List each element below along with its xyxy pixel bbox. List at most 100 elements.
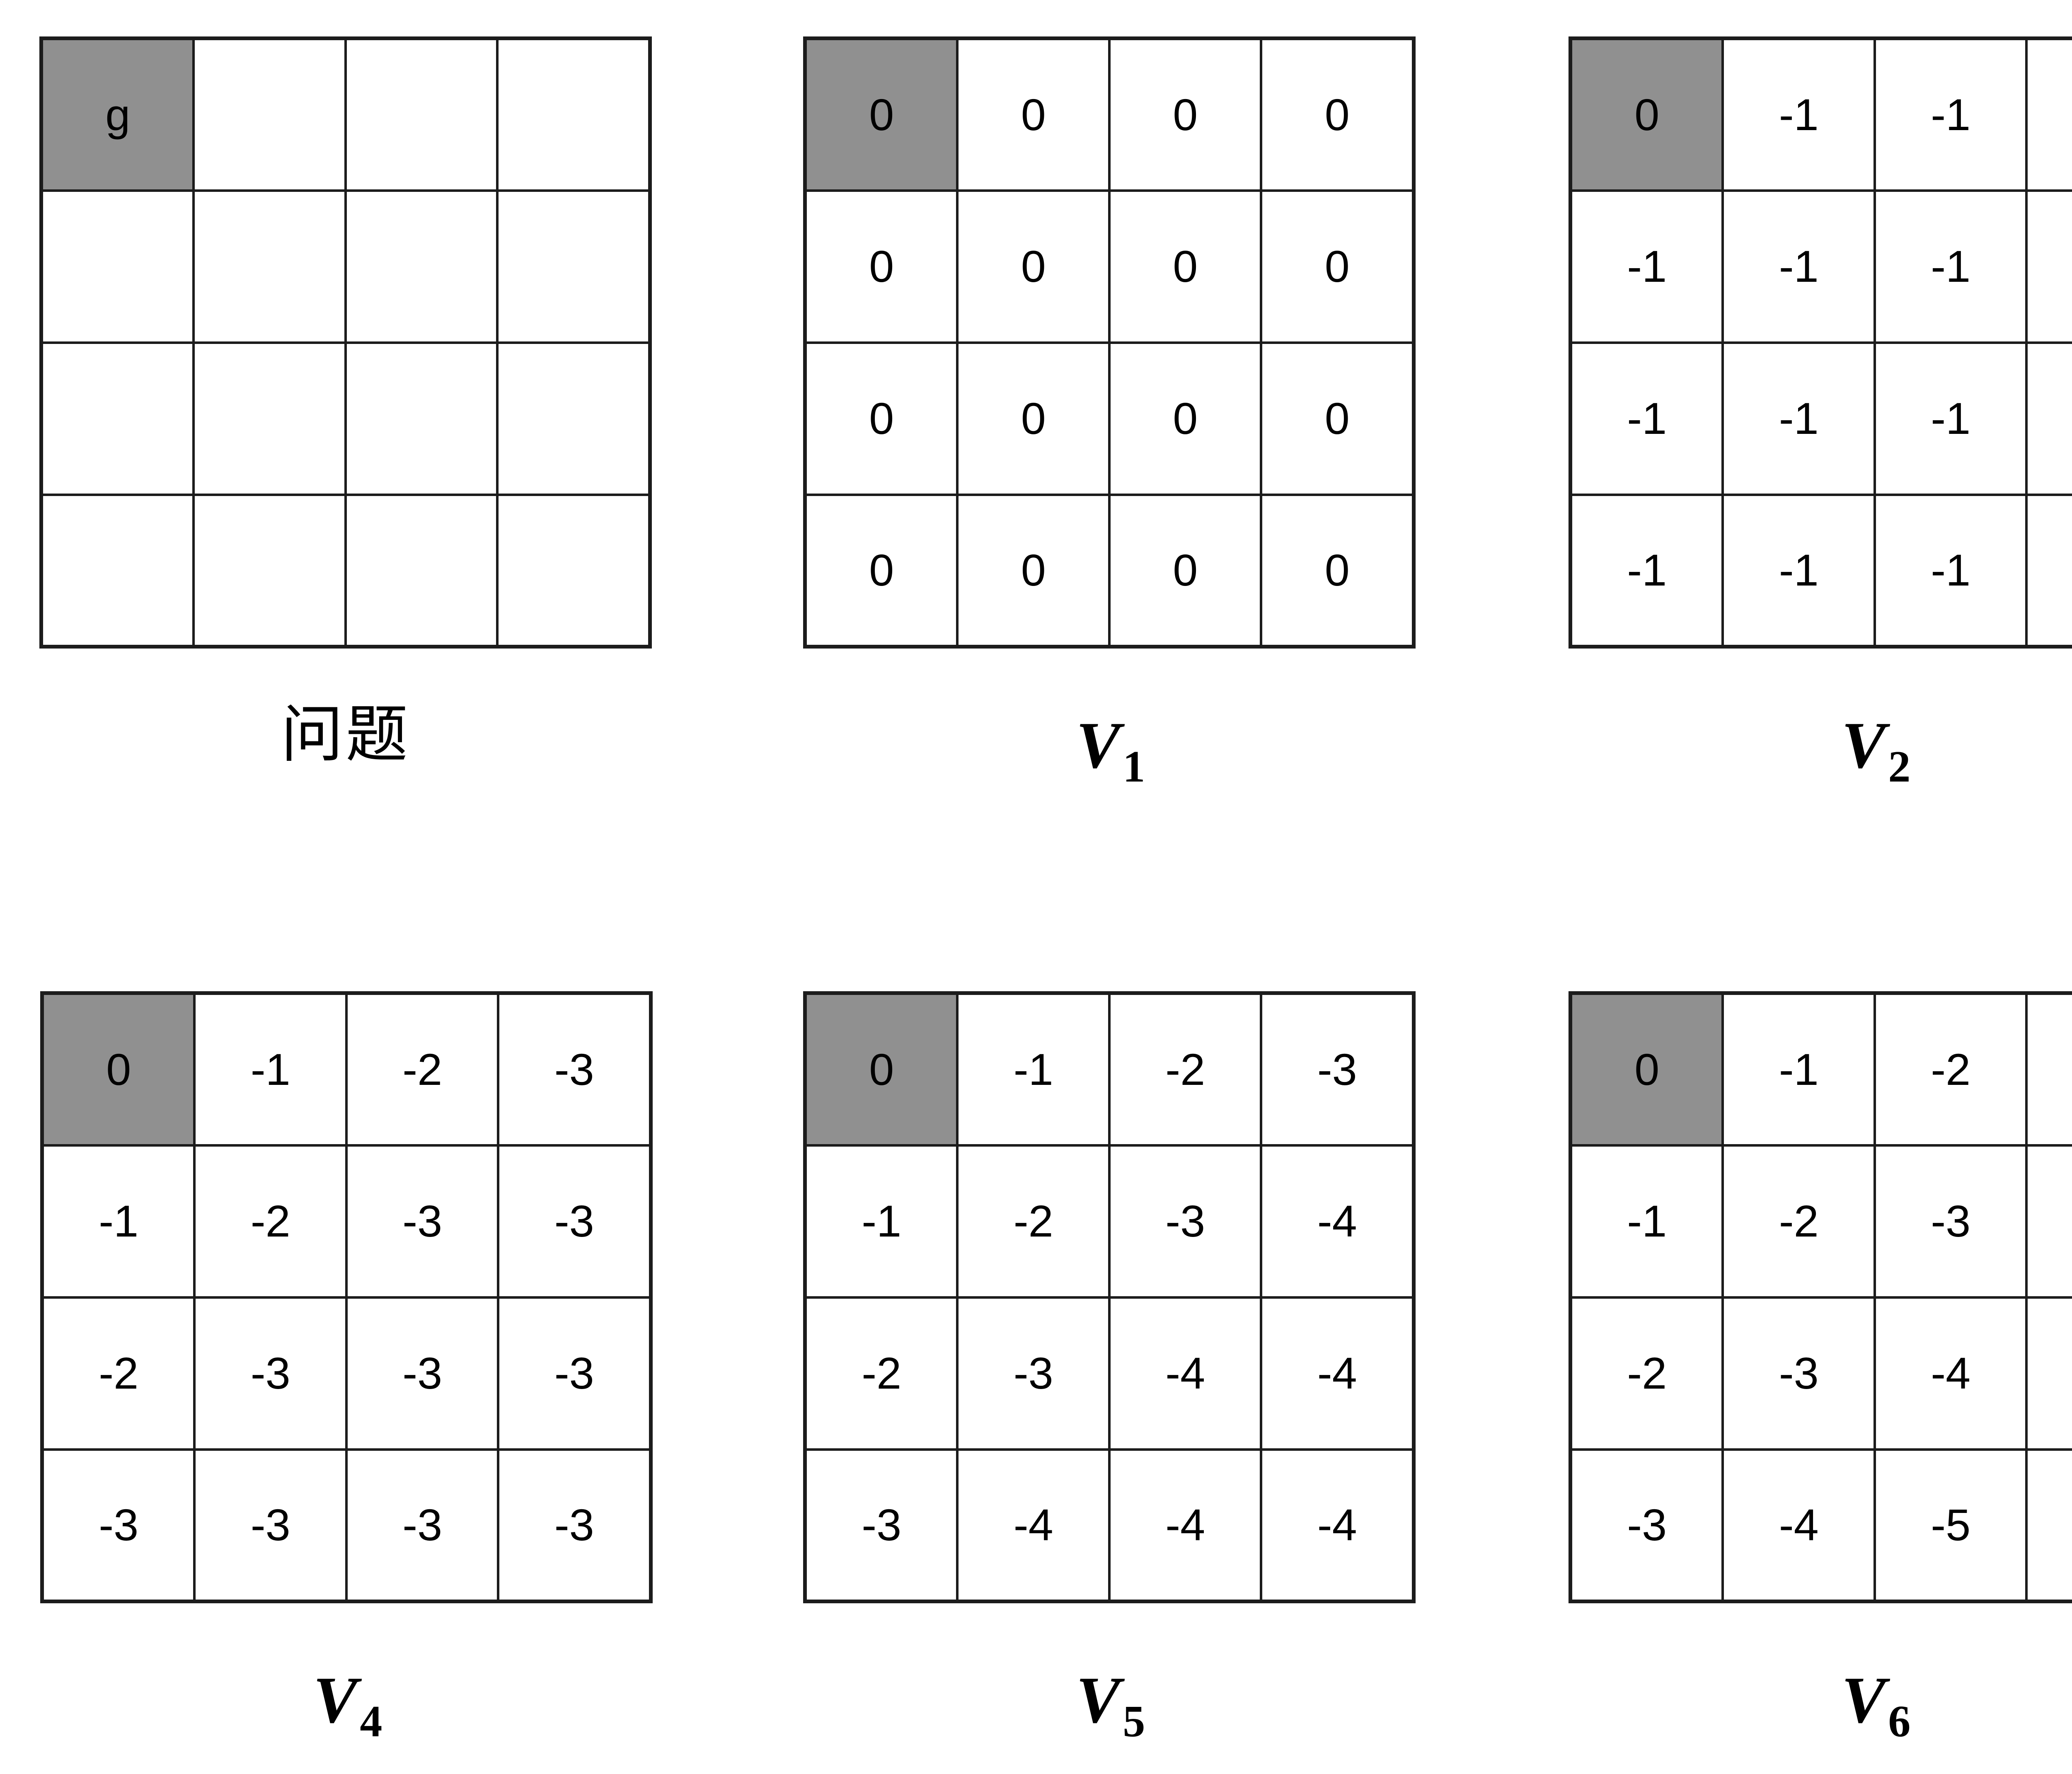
grid-cell: -3	[497, 992, 652, 1147]
grid-cell: -3	[193, 1296, 348, 1451]
grid-cell: -1	[41, 1144, 196, 1299]
table-row: -2 -3 -3 -3	[41, 1296, 652, 1451]
grid-cell: -4	[1260, 1448, 1415, 1603]
grid-cell: -4	[1721, 1448, 1876, 1603]
grid-cell: -2	[1873, 992, 2028, 1147]
grid-cell-start: 0	[1569, 37, 1724, 192]
table-row: -2 -3 -4 -5	[1569, 1296, 2072, 1451]
panel-caption: V6	[1569, 1667, 2072, 1744]
table-row: -3 -4 -4 -4	[804, 1448, 1415, 1603]
grid-cell: -3	[497, 1296, 652, 1451]
grid-cell: -5	[2025, 1448, 2072, 1603]
table-row: g	[40, 37, 651, 192]
grid-cell: -2	[1569, 1296, 1724, 1451]
grid-cell: -4	[1108, 1296, 1263, 1451]
grid-cell: -1	[956, 992, 1111, 1147]
grid-cell	[496, 341, 651, 496]
grid-cell: -3	[193, 1448, 348, 1603]
grid-cell: -2	[804, 1296, 959, 1451]
grid-cell	[192, 37, 347, 192]
caption-subscript: 2	[1888, 742, 1911, 791]
table-row: -1 -2 -3 -4	[804, 1144, 1415, 1299]
grid-cell: -3	[2025, 992, 2072, 1147]
table-row: -1 -2 -3 -4	[1569, 1144, 2072, 1299]
grid-cell-start: 0	[1569, 992, 1724, 1147]
caption-subscript: 4	[360, 1697, 382, 1746]
grid-cell: -3	[956, 1296, 1111, 1451]
value-grid: 0 -1 -2 -3 -1 -2 -3 -3 -2 -3 -3 -3 -3 -3…	[40, 991, 653, 1603]
grid-cell: -4	[2025, 1144, 2072, 1299]
grid-cell: -1	[1873, 37, 2028, 192]
table-row: -3 -4 -5 -5	[1569, 1448, 2072, 1603]
panel-v6: 0 -1 -2 -3 -1 -2 -3 -4 -2 -3 -4 -5 -3 -4…	[1569, 991, 2072, 1750]
panel-v5: 0 -1 -2 -3 -1 -2 -3 -4 -2 -3 -4 -4 -3 -4…	[803, 991, 1416, 1750]
grid-cell	[496, 493, 651, 648]
grid-cell: -1	[2025, 493, 2072, 648]
panel-caption: V4	[40, 1667, 653, 1744]
grid-cell	[496, 37, 651, 192]
grid-cell-start: 0	[804, 37, 959, 192]
table-row: -1 -1 -1 -1	[1569, 189, 2072, 344]
grid-cell: -3	[345, 1144, 500, 1299]
grid-cell: 0	[956, 341, 1111, 496]
grid-cell: -1	[1721, 341, 1876, 496]
panel-v2: 0 -1 -1 -1 -1 -1 -1 -1 -1 -1 -1 -1 -1 -1…	[1569, 36, 2072, 795]
grid-cell	[192, 189, 347, 344]
table-row: 0 0 0 0	[804, 189, 1415, 344]
panel-v1: 0 0 0 0 0 0 0 0 0 0 0 0 0 0 0 0	[803, 36, 1416, 795]
grid-cell: -5	[2025, 1296, 2072, 1451]
grid-cell: -2	[193, 1144, 348, 1299]
grid-cell	[40, 341, 195, 496]
grid-cell	[344, 189, 499, 344]
grid-cell: -4	[1260, 1296, 1415, 1451]
grid-cell: -1	[1873, 189, 2028, 344]
table-row: 0 -1 -2 -3	[1569, 992, 2072, 1147]
grid-cell: -1	[804, 1144, 959, 1299]
grid-cell: -3	[41, 1448, 196, 1603]
grid-cell: 0	[1260, 37, 1415, 192]
table-row	[40, 341, 651, 496]
value-grid: 0 -1 -2 -3 -1 -2 -3 -4 -2 -3 -4 -4 -3 -4…	[803, 991, 1416, 1603]
grid-cell: -3	[804, 1448, 959, 1603]
grid-cell: -1	[2025, 189, 2072, 344]
grid-cell: 0	[804, 493, 959, 648]
value-grid: 0 -1 -2 -3 -1 -2 -3 -4 -2 -3 -4 -5 -3 -4…	[1569, 991, 2072, 1603]
grid-cell: -4	[1873, 1296, 2028, 1451]
grid-cell: 0	[1260, 341, 1415, 496]
grid-cell: -1	[1721, 493, 1876, 648]
grid-cell: 0	[804, 341, 959, 496]
grid-cell: -4	[956, 1448, 1111, 1603]
table-row: 0 -1 -2 -3	[804, 992, 1415, 1147]
grid-cell	[40, 493, 195, 648]
caption-letter: V	[313, 1663, 358, 1737]
panel-v4: 0 -1 -2 -3 -1 -2 -3 -3 -2 -3 -3 -3 -3 -3…	[40, 991, 653, 1750]
grid-cell: -5	[1873, 1448, 2028, 1603]
grid-cell: 0	[1108, 189, 1263, 344]
grid-cell	[496, 189, 651, 344]
grid-cell: -3	[1108, 1144, 1263, 1299]
grid-cell: -2	[1721, 1144, 1876, 1299]
table-row: 0 -1 -2 -3	[41, 992, 652, 1147]
grid-cell: -1	[1569, 493, 1724, 648]
value-grid: 0 -1 -1 -1 -1 -1 -1 -1 -1 -1 -1 -1 -1 -1…	[1569, 36, 2072, 649]
grid-cell-start: 0	[41, 992, 196, 1147]
grid-cell: -1	[2025, 37, 2072, 192]
grid-cell: -3	[497, 1144, 652, 1299]
table-row: -1 -2 -3 -3	[41, 1144, 652, 1299]
panel-problem: g 问题	[39, 36, 652, 795]
grid-cell-start: g	[40, 37, 195, 192]
caption-subscript: 6	[1888, 1697, 1911, 1746]
grid-cell	[344, 341, 499, 496]
panel-caption: V5	[803, 1667, 1416, 1744]
caption-subscript: 1	[1123, 742, 1145, 791]
grid-cell: -3	[1569, 1448, 1724, 1603]
caption-letter: V	[1076, 1663, 1121, 1737]
grid-cell: 0	[1108, 493, 1263, 648]
grid-cell: -4	[1108, 1448, 1263, 1603]
grid-cell: 0	[956, 189, 1111, 344]
caption-letter: V	[1076, 708, 1121, 782]
table-row	[40, 189, 651, 344]
table-row: 0 0 0 0	[804, 493, 1415, 648]
grid-cell: -3	[1260, 992, 1415, 1147]
grid-cell: -3	[345, 1448, 500, 1603]
